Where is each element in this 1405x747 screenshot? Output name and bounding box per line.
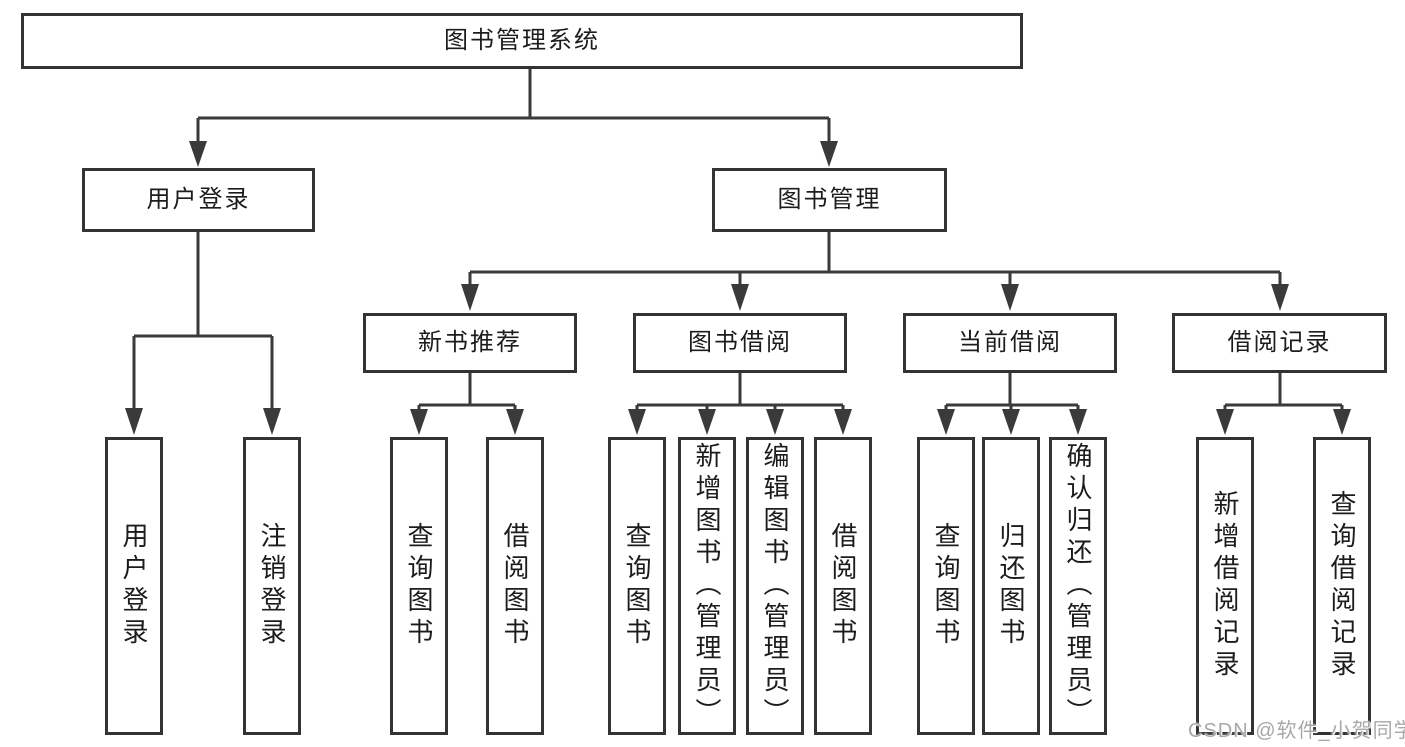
node-label: 查询图书	[622, 522, 652, 650]
node-label: 新增借阅记录	[1210, 490, 1240, 682]
leaf-query-borrow-record: 查询借阅记录	[1313, 437, 1371, 735]
node-library-management-system: 图书管理系统	[21, 13, 1023, 69]
connector-root-to-level2	[189, 69, 838, 167]
node-label: 编辑图书（管理员）	[760, 442, 790, 730]
arrowhead	[1216, 409, 1234, 435]
leaf-return-book: 归还图书	[982, 437, 1040, 735]
arrowhead	[125, 408, 143, 435]
node-borrow-record: 借阅记录	[1172, 313, 1387, 373]
arrowhead	[1002, 409, 1020, 435]
arrowhead	[189, 141, 207, 167]
connector-borrow-record-children	[1216, 373, 1351, 435]
leaf-current-query-book: 查询图书	[917, 437, 975, 735]
node-user-login: 用户登录	[82, 168, 315, 232]
node-label: 用户登录	[146, 186, 251, 213]
arrowhead	[461, 284, 479, 311]
arrowhead	[834, 409, 852, 435]
arrowhead	[1001, 284, 1019, 311]
node-label: 查询借阅记录	[1327, 490, 1357, 682]
arrowhead	[766, 409, 784, 435]
node-label: 归还图书	[996, 522, 1026, 650]
node-label: 查询图书	[931, 522, 961, 650]
leaf-confirm-return-admin: 确认归还（管理员）	[1049, 437, 1107, 735]
arrowhead	[937, 409, 955, 435]
node-label: 图书管理系统	[444, 27, 600, 54]
connector-new-book-children	[410, 373, 524, 435]
arrowhead	[410, 409, 428, 435]
node-label: 借阅图书	[500, 522, 530, 650]
leaf-add-book-admin: 新增图书（管理员）	[678, 437, 736, 735]
arrowhead	[628, 409, 646, 435]
arrowhead	[1069, 409, 1087, 435]
node-new-book-recommend: 新书推荐	[363, 313, 577, 373]
leaf-borrow-query-book: 查询图书	[608, 437, 666, 735]
node-book-borrow: 图书借阅	[633, 313, 847, 373]
connector-book-borrow-children	[628, 373, 852, 435]
leaf-new-book-query: 查询图书	[390, 437, 448, 735]
node-current-borrow: 当前借阅	[903, 313, 1117, 373]
node-label: 图书管理	[777, 186, 882, 213]
node-label: 用户登录	[119, 522, 149, 650]
leaf-add-borrow-record: 新增借阅记录	[1196, 437, 1254, 735]
arrowhead	[820, 141, 838, 167]
leaf-logout: 注销登录	[243, 437, 301, 735]
leaf-edit-book-admin: 编辑图书（管理员）	[746, 437, 804, 735]
arrowhead	[1271, 284, 1289, 311]
arrowhead	[731, 284, 749, 311]
leaf-new-book-borrow: 借阅图书	[486, 437, 544, 735]
node-label: 借阅图书	[828, 522, 858, 650]
node-label: 确认归还（管理员）	[1063, 442, 1093, 730]
connector-user-login-children	[125, 232, 281, 435]
node-label: 借阅记录	[1227, 329, 1332, 356]
node-label: 新书推荐	[418, 329, 522, 356]
connector-current-borrow-children	[937, 373, 1087, 435]
node-label: 当前借阅	[958, 329, 1062, 356]
node-book-management: 图书管理	[712, 168, 947, 232]
arrowhead	[1333, 409, 1351, 435]
leaf-borrow-book: 借阅图书	[814, 437, 872, 735]
connector-book-management-children	[461, 232, 1289, 311]
arrowhead	[698, 409, 716, 435]
node-label: 注销登录	[257, 522, 287, 650]
node-label: 图书借阅	[688, 329, 792, 356]
leaf-user-login: 用户登录	[105, 437, 163, 735]
arrowhead	[506, 409, 524, 435]
node-label: 新增图书（管理员）	[692, 442, 722, 730]
node-label: 查询图书	[404, 522, 434, 650]
csdn-watermark: CSDN @软件_小贺同学	[1188, 720, 1405, 742]
arrowhead	[263, 408, 281, 435]
